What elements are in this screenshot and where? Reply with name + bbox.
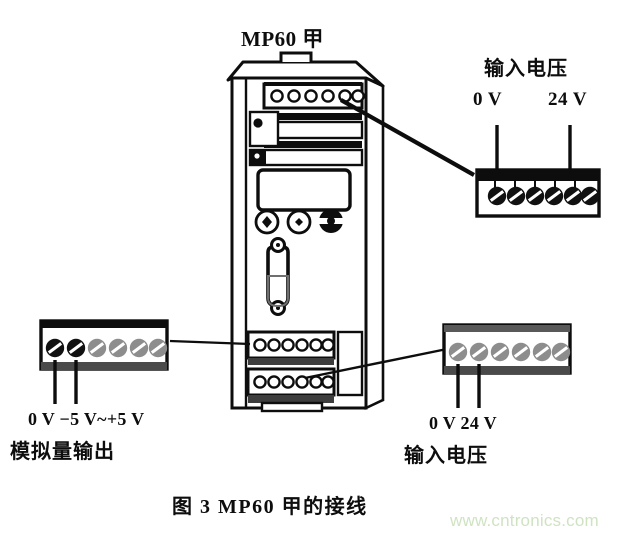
device-band-1 xyxy=(264,113,362,120)
device-top-bevel xyxy=(226,60,385,88)
site-watermark: www.cntronics.com xyxy=(450,511,599,530)
device-button-3[interactable] xyxy=(318,209,344,233)
label-24v-top: 24 V xyxy=(548,89,588,110)
analog-output-heading: 模拟量输出 xyxy=(10,441,115,463)
label-input-voltages-bottom: 0 V 24 V xyxy=(429,413,497,433)
terminal-block-bottom-left xyxy=(39,319,169,404)
device-dsub-connector xyxy=(266,237,290,316)
label-analog-voltages: 0 V −5 V~+5 V xyxy=(28,409,145,429)
device-top-tab xyxy=(279,51,313,62)
leader-line-bottom-left xyxy=(169,339,251,346)
device-bottom-terminal-row-2 xyxy=(246,367,336,403)
figure-caption: 图 3 MP60 甲的接线 xyxy=(172,496,368,518)
device-title: MP60 甲 xyxy=(241,27,324,51)
device-slot-2-dot-icon xyxy=(254,153,260,159)
device-button-1[interactable] xyxy=(254,209,280,235)
device-foot xyxy=(260,401,324,413)
device-side-panel xyxy=(364,75,385,411)
device-bottom-terminal-row-1 xyxy=(246,330,336,365)
leader-line-top-right xyxy=(339,98,476,177)
device-band-2 xyxy=(264,141,362,148)
device-button-2[interactable] xyxy=(286,209,312,235)
device-button-row[interactable] xyxy=(254,209,344,235)
terminal-block-top-right xyxy=(475,125,601,218)
input-voltage-heading-top: 输入电压 xyxy=(484,58,568,80)
leader-lines xyxy=(169,98,476,380)
status-led-icon xyxy=(253,118,263,128)
device-display xyxy=(256,168,352,212)
device-slot-2 xyxy=(248,148,364,167)
leader-line-bottom-right xyxy=(304,347,448,380)
device-bottom-right-panel xyxy=(336,330,364,397)
input-voltage-heading-bottom: 输入电压 xyxy=(404,445,488,467)
terminal-block-bottom-right xyxy=(442,323,572,408)
label-0v-top: 0 V xyxy=(473,89,503,110)
device-body xyxy=(226,51,385,413)
device-indicator-panel xyxy=(248,110,280,148)
